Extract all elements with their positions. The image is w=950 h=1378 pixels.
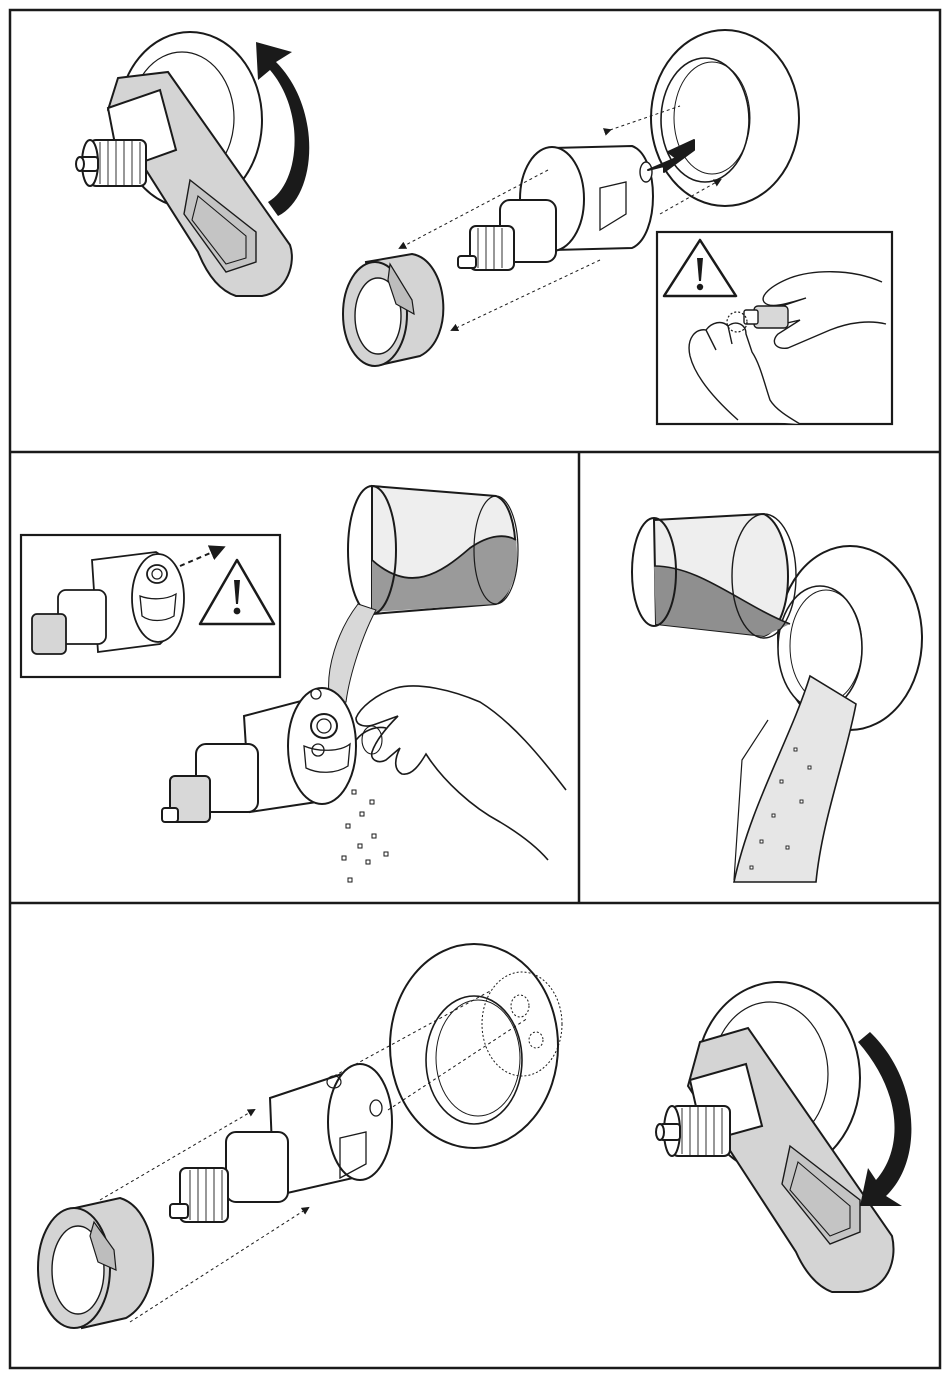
panel-2: [21, 486, 566, 882]
rotate-arrow-icon: [256, 42, 309, 216]
rotate-arrow-icon: [858, 1032, 911, 1206]
water-outflow: [734, 676, 856, 882]
inset-filter-removal: [21, 535, 280, 677]
water-stream: [329, 604, 376, 702]
measuring-cup-flush: [632, 514, 796, 638]
exploded-escutcheon: [651, 30, 799, 206]
cartridge-cleaning: [162, 688, 356, 822]
panel-4: [38, 944, 911, 1328]
final-escutcheon-with-lever: [656, 982, 894, 1292]
inset-pinch-test: [657, 232, 892, 424]
panel-3: [632, 514, 922, 882]
reassembly-escutcheon: [390, 944, 562, 1148]
retaining-nut: [343, 254, 443, 366]
reassembly-nut: [38, 1198, 153, 1328]
measuring-cup: [348, 486, 518, 614]
cartridge-body: [458, 146, 653, 270]
hand-removing-filter: [356, 686, 566, 860]
reassembly-cartridge: [170, 1064, 392, 1222]
panel-1: [76, 30, 892, 424]
debris-particles: [342, 790, 388, 882]
